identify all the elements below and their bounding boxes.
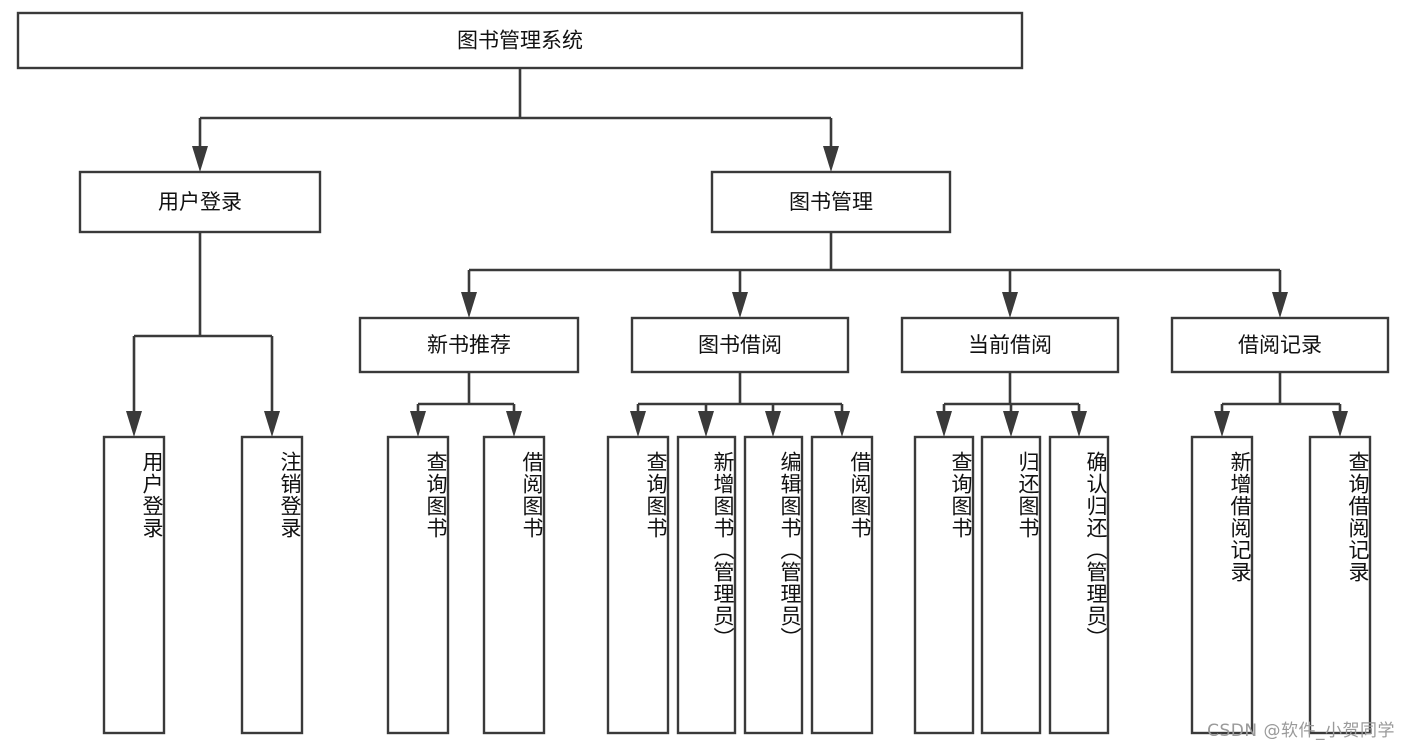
conn-root-to-level2 (192, 68, 839, 172)
arrow-head-icon (126, 411, 142, 437)
node-box-leaf-borrow-book-recommend[interactable] (482, 435, 546, 735)
node-label-current-borrow: 当前借阅 (968, 333, 1052, 357)
arrow-head-icon (410, 411, 426, 437)
node-box-leaf-query-book-current[interactable] (913, 435, 975, 735)
node-box-leaf-confirm-return[interactable] (1048, 435, 1110, 735)
arrow-head-icon (1272, 292, 1288, 318)
node-label-borrow-record: 借阅记录 (1238, 333, 1322, 357)
node-box-current-borrow[interactable] (900, 316, 1120, 374)
arrow-head-icon (1002, 292, 1018, 318)
arrow-head-icon (823, 146, 839, 172)
conn-book-management-to-level3 (461, 232, 1288, 318)
node-label-root: 图书管理系统 (457, 29, 583, 53)
node-box-leaf-query-borrow-record[interactable] (1308, 435, 1372, 735)
arrow-head-icon (630, 411, 646, 437)
arrow-head-icon (192, 146, 208, 172)
node-box-new-book-recommend[interactable] (358, 316, 580, 374)
node-box-borrow-record[interactable] (1170, 316, 1390, 374)
node-box-root[interactable] (16, 11, 1024, 70)
arrow-head-icon (834, 411, 850, 437)
arrow-head-icon (1214, 411, 1230, 437)
arrow-head-icon (264, 411, 280, 437)
node-box-leaf-return-book[interactable] (980, 435, 1042, 735)
node-box-leaf-query-book-recommend[interactable] (386, 435, 450, 735)
arrow-head-icon (506, 411, 522, 437)
arrow-head-icon (698, 411, 714, 437)
node-box-leaf-add-borrow-record[interactable] (1190, 435, 1254, 735)
node-box-leaf-borrow-book[interactable] (810, 435, 874, 735)
watermark-text: CSDN @软件_小贺同学 (1207, 721, 1395, 741)
node-box-book-management[interactable] (710, 170, 952, 234)
arrow-head-icon (1003, 411, 1019, 437)
arrow-head-icon (1071, 411, 1087, 437)
connectors-layer (126, 68, 1348, 437)
node-box-leaf-user-login[interactable] (102, 435, 166, 735)
arrow-head-icon (765, 411, 781, 437)
node-box-user-login[interactable] (78, 170, 322, 234)
conn-current-borrow-to-leaves (936, 372, 1087, 437)
node-label-user-login: 用户登录 (158, 190, 242, 214)
arrow-head-icon (732, 292, 748, 318)
node-box-book-borrow[interactable] (630, 316, 850, 374)
arrow-head-icon (936, 411, 952, 437)
node-label-new-book-recommend: 新书推荐 (427, 333, 511, 357)
boxes-layer (16, 11, 1390, 735)
node-label-book-borrow: 图书借阅 (698, 333, 782, 357)
conn-book-borrow-to-leaves (630, 372, 850, 437)
node-box-leaf-edit-book[interactable] (743, 435, 804, 735)
node-box-leaf-query-book-borrow[interactable] (606, 435, 670, 735)
node-box-leaf-add-book[interactable] (676, 435, 737, 735)
node-box-leaf-user-logout[interactable] (240, 435, 304, 735)
conn-user-login-to-leaves (126, 232, 280, 437)
arrow-head-icon (1332, 411, 1348, 437)
conn-borrow-record-to-leaves (1214, 372, 1348, 437)
node-label-book-management: 图书管理 (789, 190, 873, 214)
arrow-head-icon (461, 292, 477, 318)
conn-new-book-recommend-to-leaves (410, 372, 522, 437)
